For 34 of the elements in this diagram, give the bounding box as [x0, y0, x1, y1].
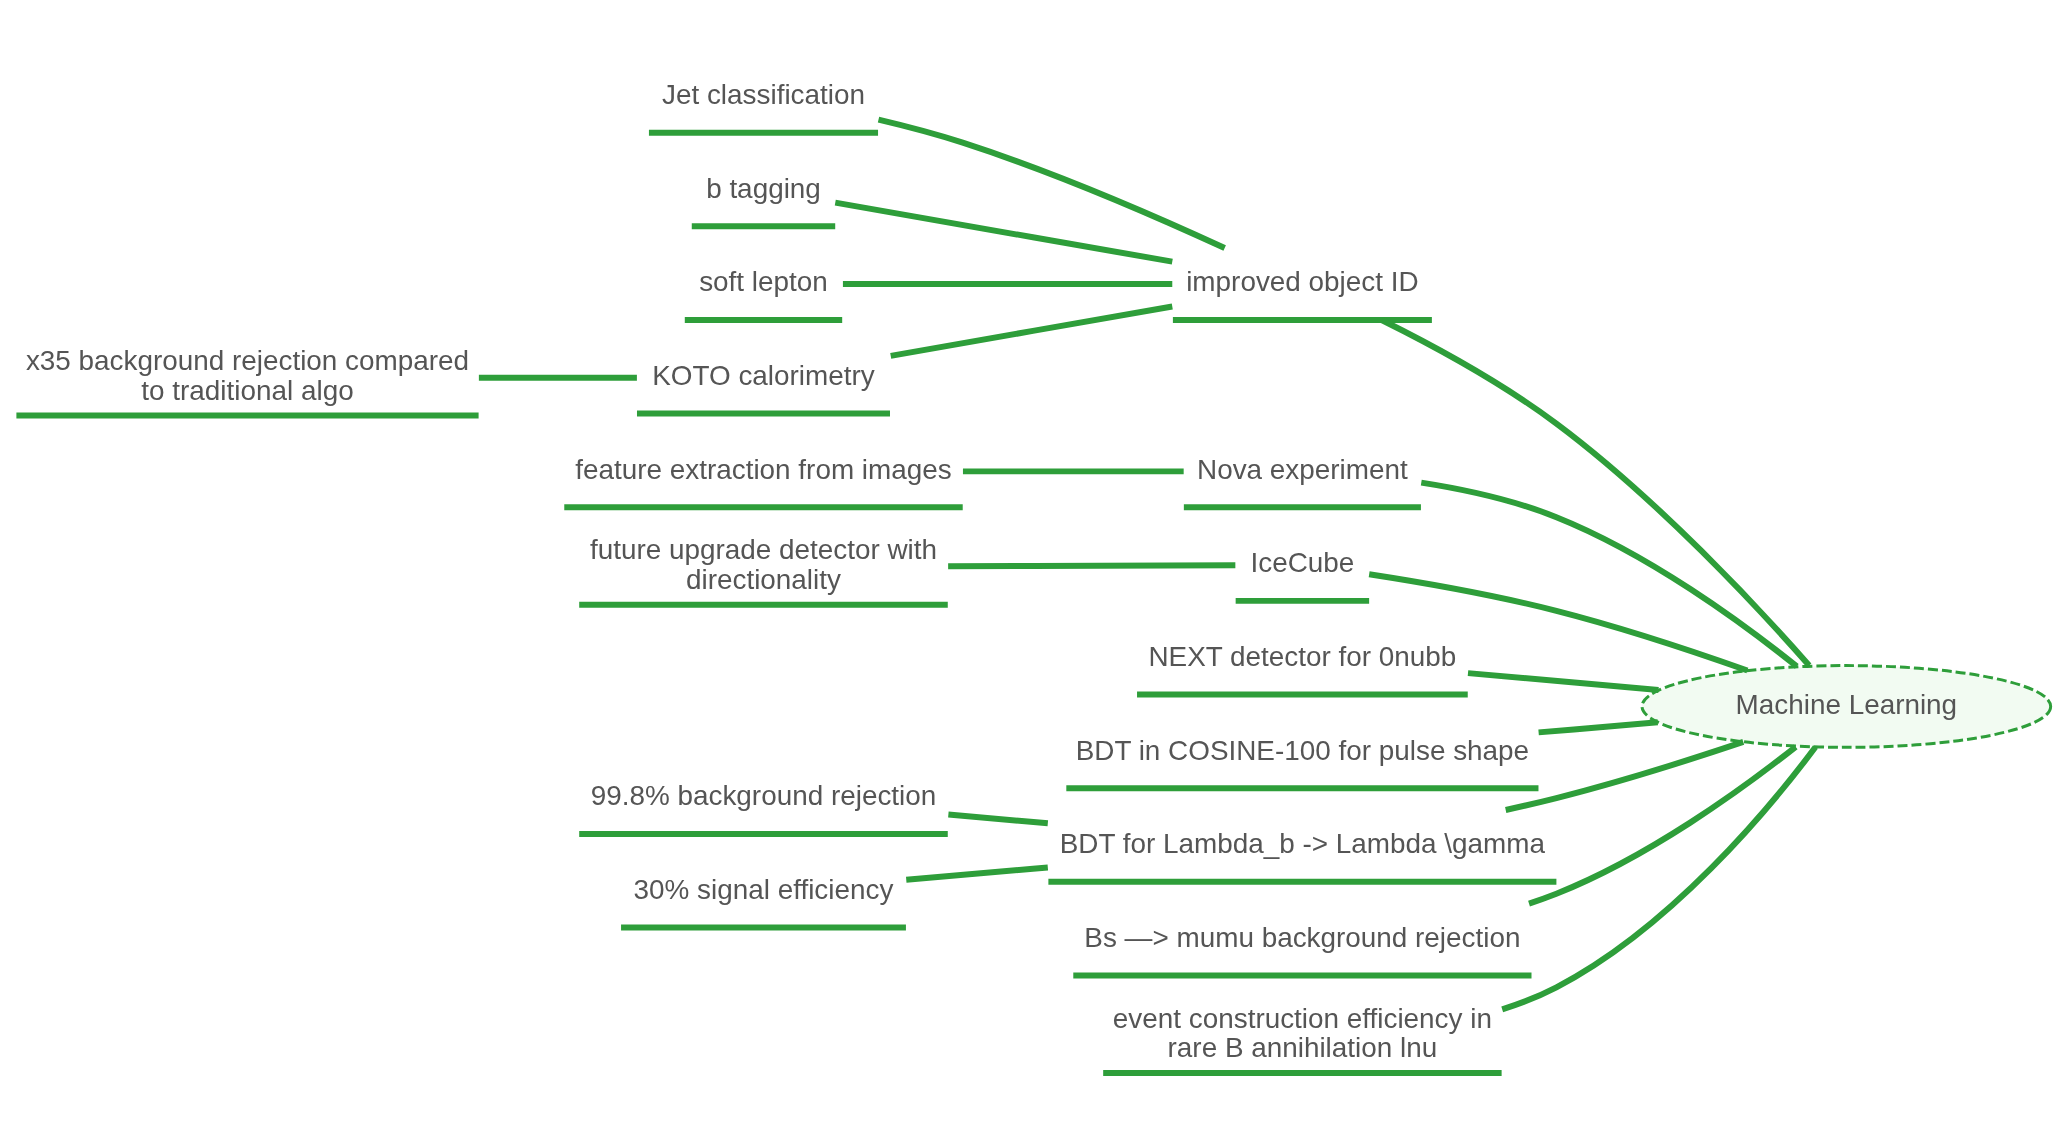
node-text: Bs —> mumu background rejection — [1084, 921, 1521, 953]
node-text: b tagging — [706, 172, 821, 204]
node-text: Nova experiment — [1197, 453, 1408, 485]
connector — [948, 561, 1236, 569]
node-text: x35 background rejection compared to traditional algo — [25, 344, 470, 406]
node-text: BDT for Lambda_b -> Lambda \gamma — [1059, 827, 1546, 859]
connector — [1420, 479, 1799, 669]
node-text: future upgrade detector with directionality — [589, 533, 938, 595]
node-text: KOTO calorimetry — [652, 359, 875, 391]
connector — [1368, 570, 1749, 673]
node-text: 99.8% background rejection — [590, 779, 937, 811]
node-text: improved object ID — [1186, 265, 1419, 297]
connector — [1538, 718, 1658, 735]
node-text: 30% signal efficiency — [633, 873, 894, 905]
node-text: event construction efficiency in rare B annihilation lnu — [1112, 1002, 1492, 1063]
node-text: feature extraction from images — [575, 453, 952, 485]
node-text: IceCube — [1250, 546, 1355, 578]
connector — [1501, 744, 1818, 1012]
connector — [834, 199, 1173, 265]
node-text: soft lepton — [699, 265, 828, 297]
connector — [478, 374, 637, 381]
connector — [1467, 669, 1659, 693]
connector — [948, 811, 1049, 826]
node-text: BDT in COSINE-100 for pulse shape — [1075, 734, 1530, 766]
connector — [962, 467, 1184, 474]
connector — [842, 280, 1173, 287]
connector — [1528, 744, 1798, 906]
connector — [890, 303, 1173, 359]
node-text: NEXT detector for 0nubb — [1148, 640, 1457, 672]
connector — [906, 864, 1049, 883]
connector — [1505, 738, 1745, 813]
node-text: Jet classification — [662, 78, 865, 110]
connector — [877, 116, 1226, 251]
node-ellipse: Machine Learning — [1640, 663, 2053, 749]
